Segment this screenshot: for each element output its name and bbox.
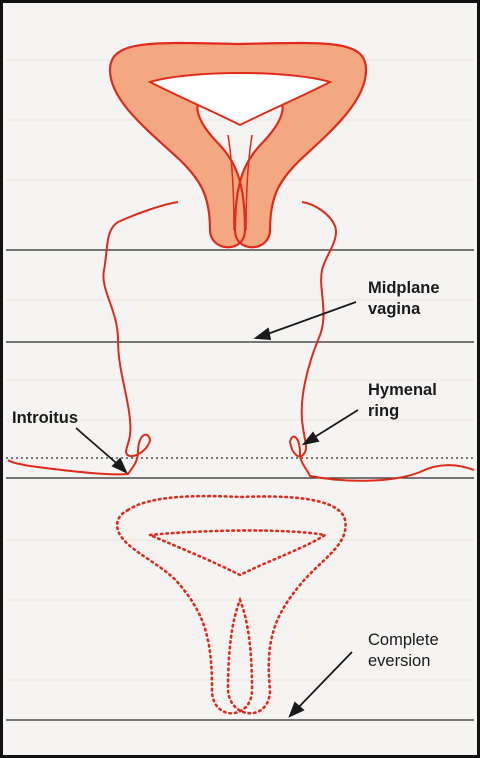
midplane-label-line2: vagina [368, 299, 440, 320]
everted-uterus-dotted [117, 496, 345, 713]
arrows [76, 302, 358, 716]
complete-eversion-label: Complete eversion [368, 630, 439, 672]
arrow-midplane-head [256, 329, 270, 339]
arrow-complete [294, 652, 352, 712]
introitus-label-text: Introitus [12, 408, 78, 429]
vaginal-wall-left [8, 202, 178, 474]
introitus-label: Introitus [12, 408, 78, 429]
arrow-introitus [76, 428, 122, 468]
complete-label-line1: Complete [368, 630, 439, 651]
arrow-hymenal [310, 410, 358, 440]
arrow-hymenal-head [304, 433, 318, 444]
everted-cavity-dotted [150, 530, 325, 575]
hymenal-label: Hymenal ring [368, 380, 437, 422]
background-texture [6, 60, 474, 680]
complete-label-line2: eversion [368, 651, 439, 672]
midplane-label: Midplane vagina [368, 278, 440, 320]
hymenal-label-line1: Hymenal [368, 380, 437, 401]
midplane-label-line1: Midplane [368, 278, 440, 299]
hymenal-label-line2: ring [368, 401, 437, 422]
arrow-midplane [262, 302, 356, 336]
